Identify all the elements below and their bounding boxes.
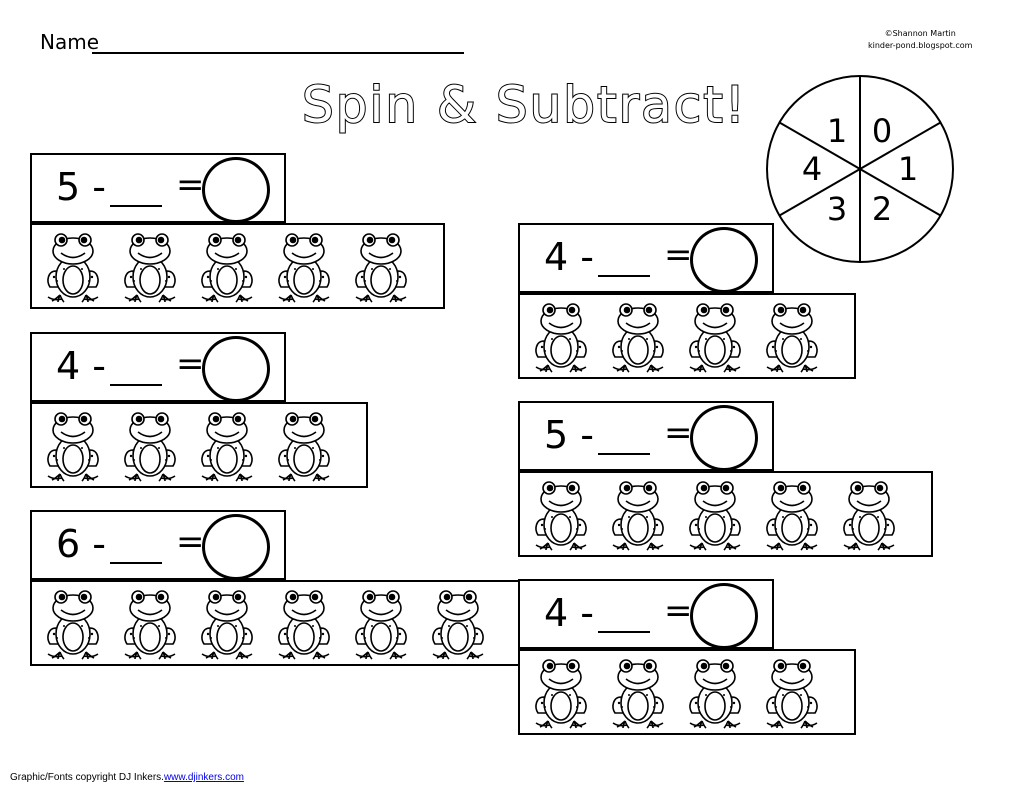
title-part-1: Spin & bbox=[301, 75, 496, 135]
frog-icon bbox=[609, 301, 667, 373]
frog-icon bbox=[609, 479, 667, 551]
credit-url: kinder-pond.blogspot.com bbox=[868, 41, 973, 50]
frog-icon bbox=[429, 588, 487, 660]
frog-icon bbox=[198, 231, 256, 303]
spinner-number-3: 3 bbox=[827, 190, 847, 228]
frog-icon bbox=[121, 410, 179, 482]
credit: ©Shannon Martin kinder-pond.blogspot.com bbox=[868, 28, 972, 52]
equals-sign: = bbox=[176, 344, 205, 384]
footer-text: Graphic/Fonts copyright DJ Inkers. bbox=[10, 772, 164, 783]
spinner-number-2: 2 bbox=[872, 190, 892, 228]
answer-circle[interactable] bbox=[690, 227, 758, 293]
frog-box bbox=[30, 402, 368, 488]
page-title: Spin & Subtract! bbox=[301, 75, 747, 135]
minuend-and-minus: 5 - bbox=[56, 165, 106, 209]
frog-icon bbox=[763, 657, 821, 729]
frog-icon bbox=[44, 410, 102, 482]
spinner-number-4: 4 bbox=[802, 150, 822, 188]
frog-icon bbox=[686, 479, 744, 551]
frog-icon bbox=[121, 588, 179, 660]
frog-icon bbox=[352, 231, 410, 303]
frog-icon bbox=[763, 479, 821, 551]
frog-icon bbox=[275, 588, 333, 660]
equation-box: 4 - = bbox=[30, 332, 286, 402]
spinner-number-1: 1 bbox=[827, 112, 847, 150]
frog-icon bbox=[532, 657, 590, 729]
title-part-2: Subtract! bbox=[495, 75, 747, 135]
frog-icon bbox=[275, 410, 333, 482]
frog-icon bbox=[532, 301, 590, 373]
frog-icon bbox=[121, 231, 179, 303]
answer-circle[interactable] bbox=[202, 514, 270, 580]
credit-author: ©Shannon Martin bbox=[884, 29, 956, 38]
name-line[interactable] bbox=[92, 52, 464, 54]
subtrahend-blank[interactable] bbox=[598, 275, 650, 277]
equals-sign: = bbox=[176, 522, 205, 562]
frog-box bbox=[518, 293, 856, 379]
equals-sign: = bbox=[664, 235, 693, 275]
subtrahend-blank[interactable] bbox=[110, 384, 162, 386]
equals-sign: = bbox=[664, 591, 693, 631]
equation-box: 4 - = bbox=[518, 223, 774, 293]
equation-box: 5 - = bbox=[30, 153, 286, 223]
answer-circle[interactable] bbox=[690, 583, 758, 649]
spinner-wheel: 1 0 1 2 3 4 bbox=[766, 75, 954, 263]
frog-icon bbox=[532, 479, 590, 551]
frog-icon bbox=[352, 588, 410, 660]
answer-circle[interactable] bbox=[202, 157, 270, 223]
frog-icon bbox=[44, 231, 102, 303]
answer-circle[interactable] bbox=[202, 336, 270, 402]
frog-icon bbox=[686, 657, 744, 729]
equation-box: 4 - = bbox=[518, 579, 774, 649]
frog-icon bbox=[198, 588, 256, 660]
equation-box: 6 - = bbox=[30, 510, 286, 580]
name-label: Name bbox=[40, 30, 100, 54]
frog-box bbox=[30, 223, 445, 309]
subtrahend-blank[interactable] bbox=[598, 631, 650, 633]
minuend-and-minus: 4 - bbox=[544, 235, 594, 279]
footer: Graphic/Fonts copyright DJ Inkers.www.dj… bbox=[10, 772, 244, 783]
minuend-and-minus: 5 - bbox=[544, 413, 594, 457]
frog-box bbox=[30, 580, 522, 666]
subtrahend-blank[interactable] bbox=[110, 562, 162, 564]
frog-icon bbox=[763, 301, 821, 373]
frog-icon bbox=[840, 479, 898, 551]
footer-link[interactable]: www.djinkers.com bbox=[163, 772, 244, 783]
frog-icon bbox=[609, 657, 667, 729]
frog-icon bbox=[198, 410, 256, 482]
equation-box: 5 - = bbox=[518, 401, 774, 471]
frog-box bbox=[518, 649, 856, 735]
answer-circle[interactable] bbox=[690, 405, 758, 471]
minuend-and-minus: 6 - bbox=[56, 522, 106, 566]
subtrahend-blank[interactable] bbox=[110, 205, 162, 207]
spinner-number-1b: 1 bbox=[898, 150, 918, 188]
minuend-and-minus: 4 - bbox=[56, 344, 106, 388]
equals-sign: = bbox=[176, 165, 205, 205]
minuend-and-minus: 4 - bbox=[544, 591, 594, 635]
frog-box bbox=[518, 471, 933, 557]
spinner-number-0: 0 bbox=[872, 112, 892, 150]
frog-icon bbox=[44, 588, 102, 660]
frog-icon bbox=[686, 301, 744, 373]
subtrahend-blank[interactable] bbox=[598, 453, 650, 455]
equals-sign: = bbox=[664, 413, 693, 453]
frog-icon bbox=[275, 231, 333, 303]
